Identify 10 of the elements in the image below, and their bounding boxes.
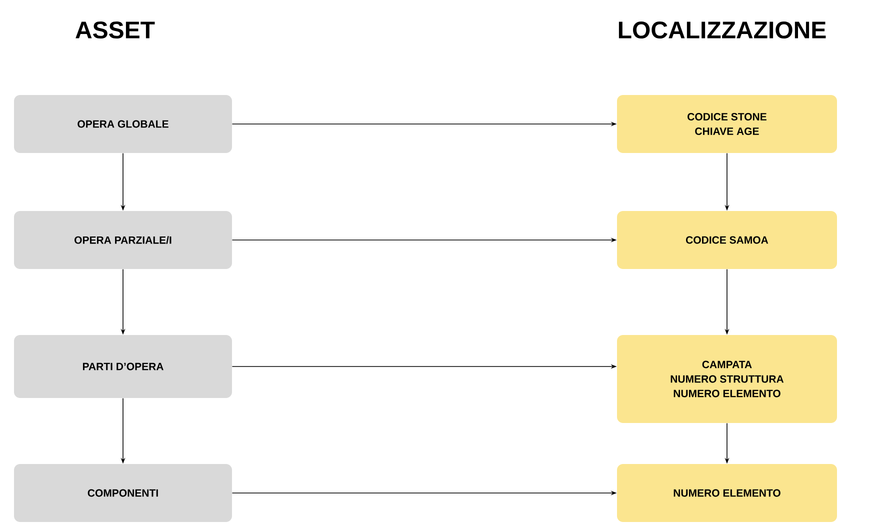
- process-box: COMPONENTI: [14, 464, 232, 522]
- process-box: OPERA PARZIALE/I: [14, 211, 232, 269]
- process-box: OPERA GLOBALE: [14, 95, 232, 153]
- process-box: NUMERO ELEMENTO: [617, 464, 837, 522]
- process-box: PARTI D’OPERA: [14, 335, 232, 398]
- process-box: CODICE SAMOA: [617, 211, 837, 269]
- column-heading: LOCALIZZAZIONE: [618, 22, 826, 38]
- process-box: CODICE STONE CHIAVE AGE: [617, 95, 837, 153]
- process-box: CAMPATA NUMERO STRUTTURA NUMERO ELEMENTO: [617, 335, 837, 423]
- column-heading: ASSET: [76, 22, 155, 38]
